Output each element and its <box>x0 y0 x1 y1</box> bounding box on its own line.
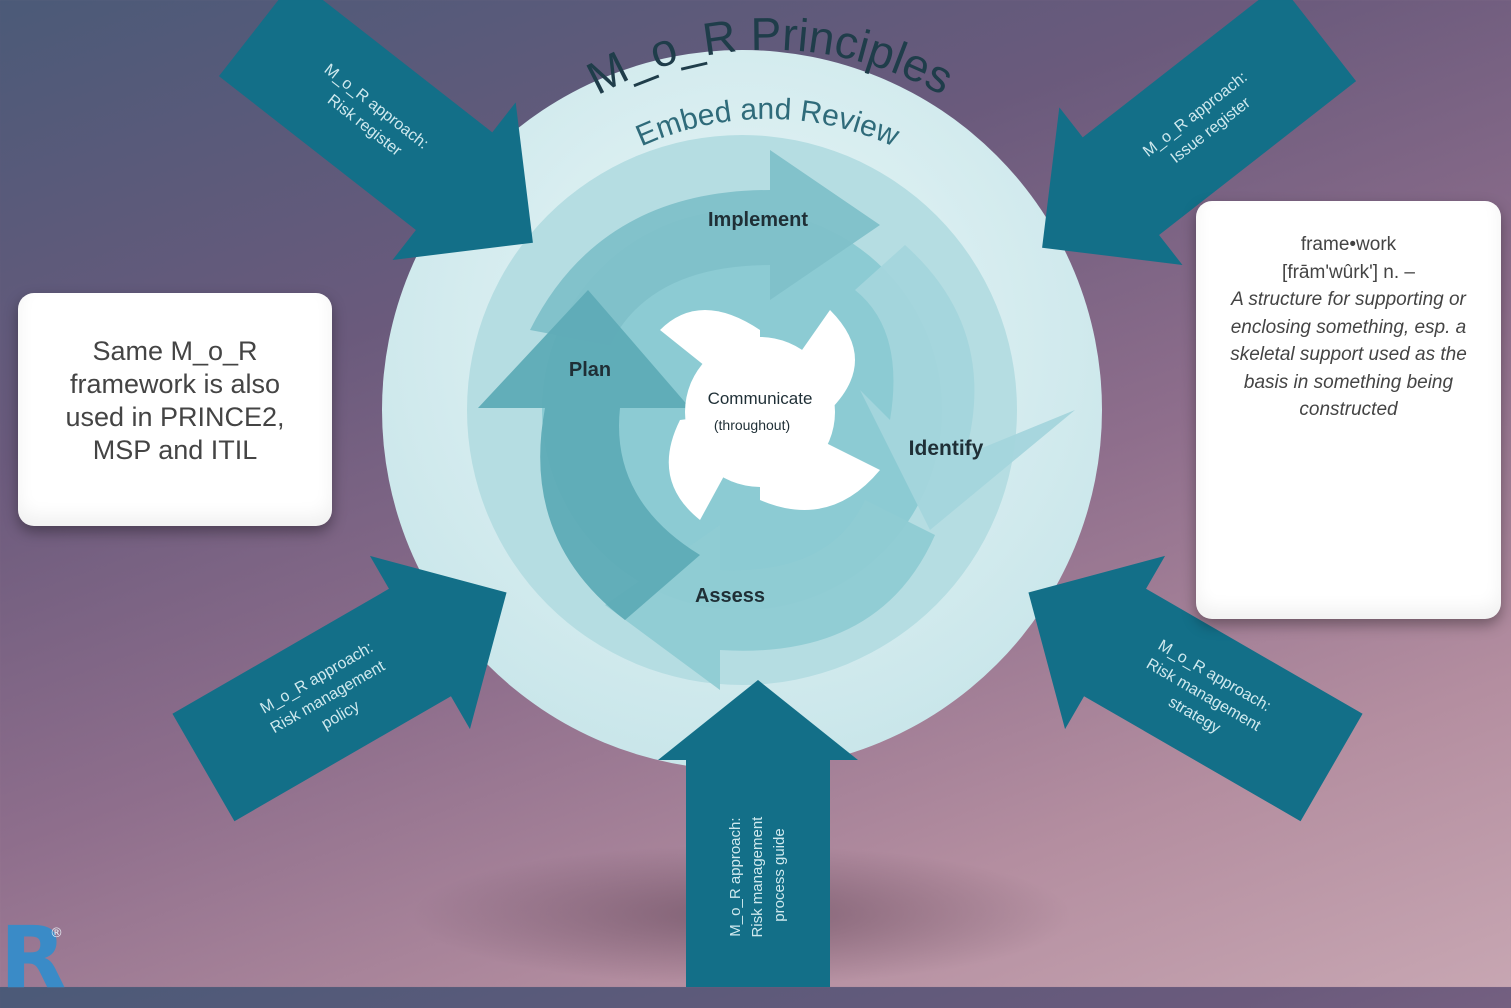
label-implement: Implement <box>708 209 808 231</box>
definition-text: A structure for supporting or enclosing … <box>1230 289 1467 420</box>
approach-arrow-top-left: M_o_R approach: Risk register <box>218 0 533 260</box>
cycle-arrow-assess <box>605 500 935 690</box>
cycle-arrow-identify <box>855 245 1075 530</box>
label-communicate: Communicate <box>708 389 813 408</box>
approach-arrow-shape <box>1028 555 1363 822</box>
label-plan: Plan <box>569 359 611 381</box>
mor-principles-diagram: M_o_R Principles Embed and Review Implem… <box>172 0 1363 987</box>
label-identify: Identify <box>909 437 984 460</box>
approach-arrow-shape <box>172 555 507 822</box>
definition-pronunciation: [frām'wûrk'] n. – <box>1282 261 1415 283</box>
approach-arrow-bottom: M_o_R approach: Risk management process … <box>658 680 858 987</box>
pinwheel-hub <box>685 337 835 487</box>
approach-arrow-shape <box>218 0 533 260</box>
cycle-arrow-plan <box>478 290 700 620</box>
note-left-text: Same M_o_R framework is also used in PRI… <box>65 336 285 465</box>
cycle-arrow-implement <box>530 150 880 345</box>
note-left: Same M_o_R framework is also used in PRI… <box>18 293 332 526</box>
label-assess: Assess <box>695 585 765 607</box>
note-right-definition: frame•work [frām'wûrk'] n. – A structure… <box>1196 201 1501 619</box>
approach-arrow-top-right: M_o_R approach: Issue register <box>1042 0 1357 265</box>
approach-arrow-label: M_o_R approach: Risk management process … <box>727 812 788 937</box>
definition-headword: frame•work <box>1300 234 1397 255</box>
cycle-arrows <box>478 150 1075 690</box>
registered-mark: ® <box>50 926 63 941</box>
approach-arrow-shape <box>658 680 858 987</box>
approach-arrow-shape <box>1042 0 1357 265</box>
center-pinwheel <box>660 310 880 520</box>
label-throughout: (throughout) <box>714 417 790 433</box>
